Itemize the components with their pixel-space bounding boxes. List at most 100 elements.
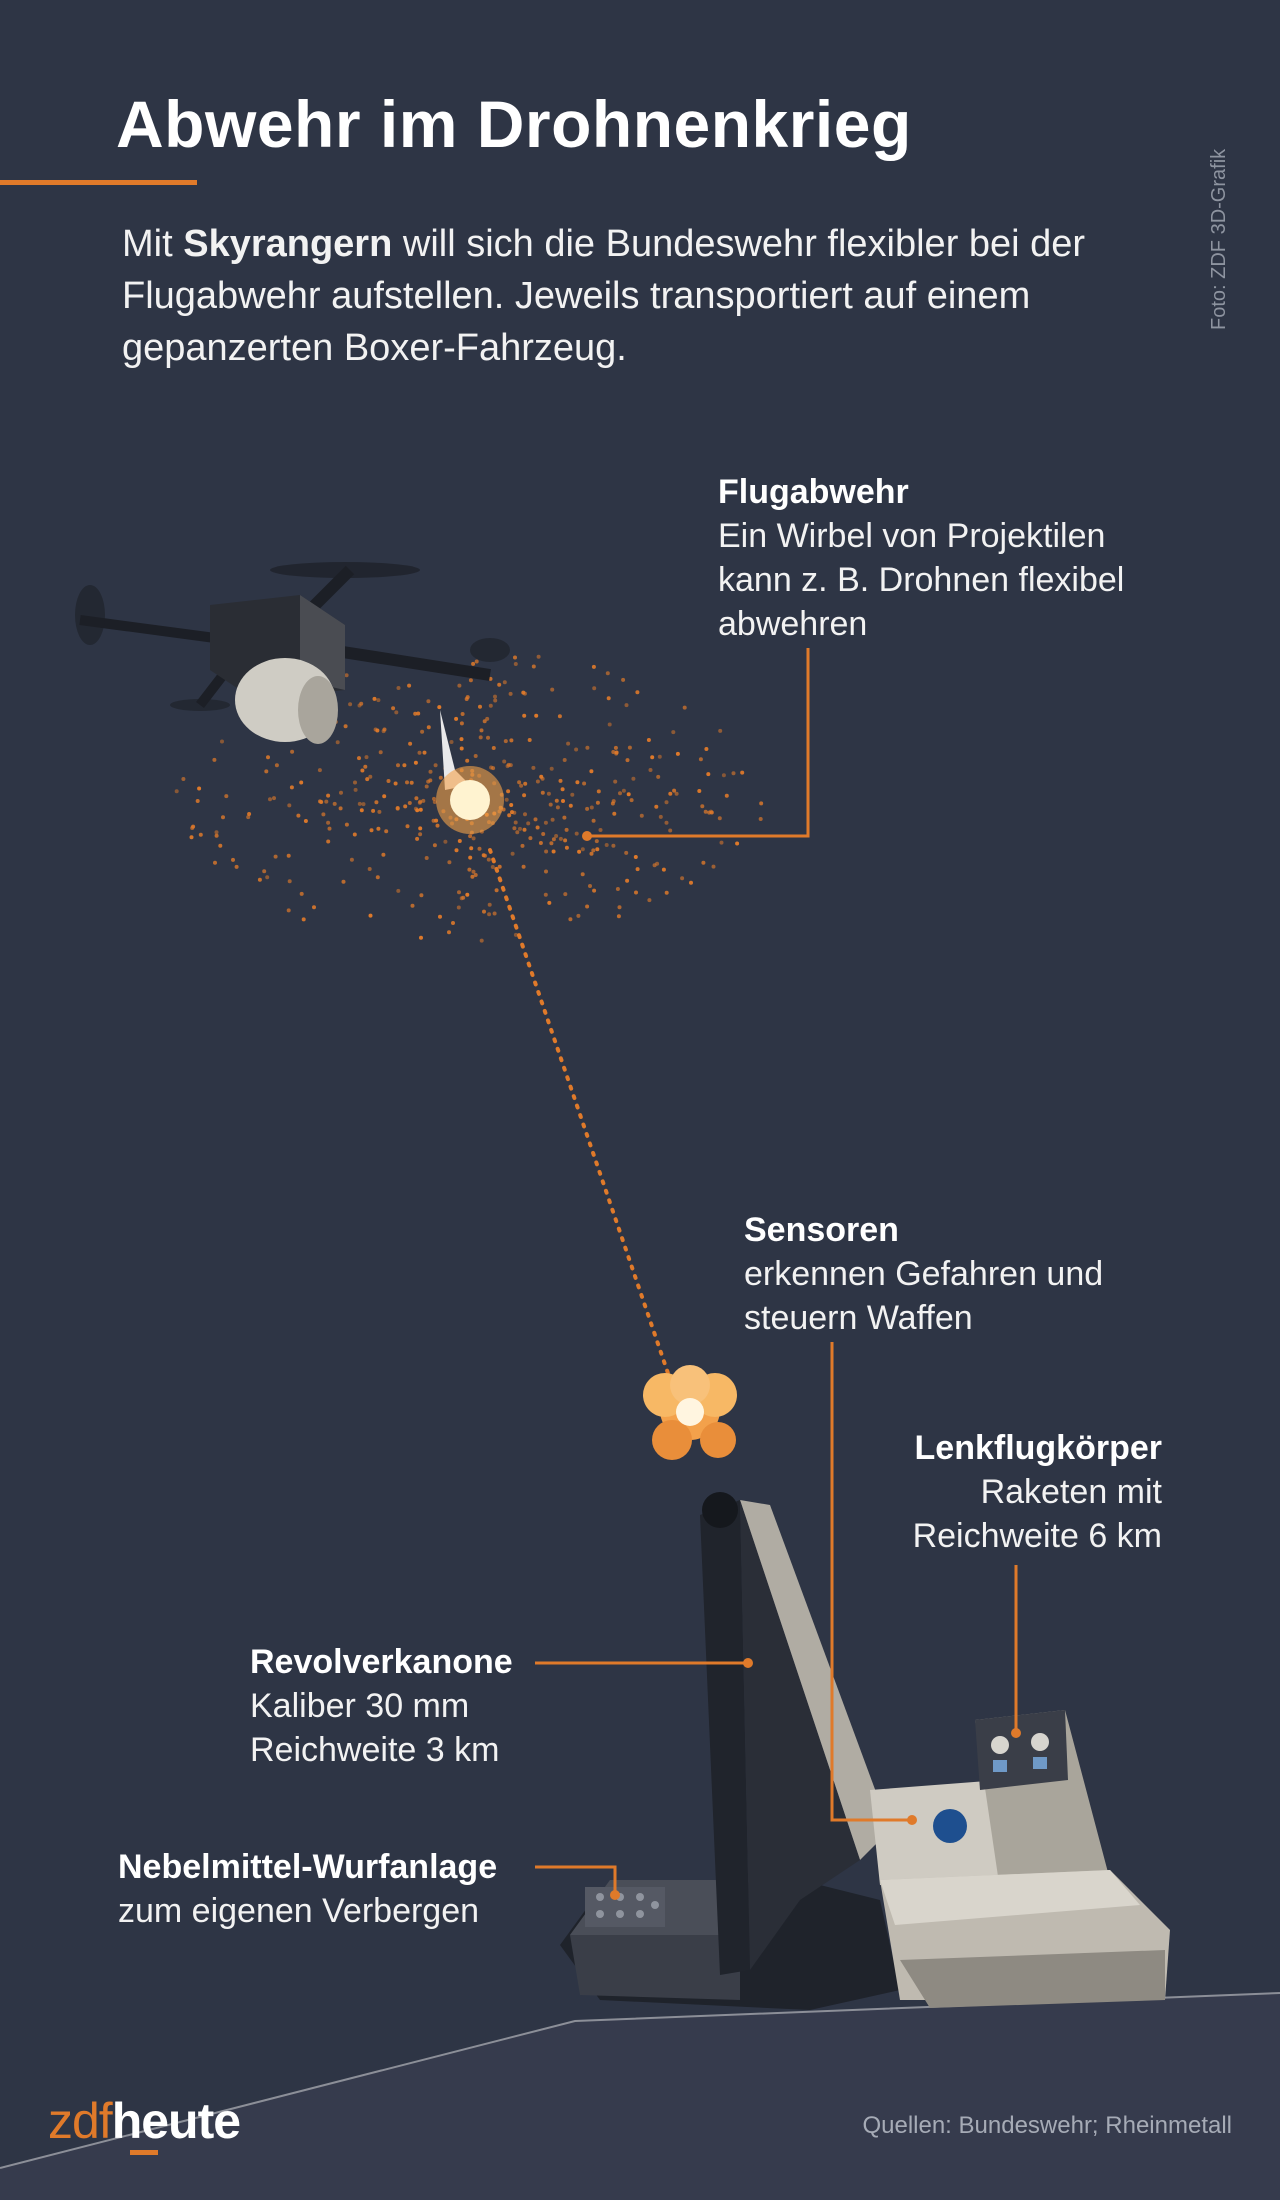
- projectile-dot: [402, 763, 407, 768]
- projectile-dot: [591, 664, 596, 669]
- projectile-dot: [535, 825, 540, 830]
- projectile-dot: [454, 716, 459, 721]
- projectile-dot: [674, 791, 679, 796]
- projectile-dot: [361, 802, 366, 807]
- label-revolverkanone: Revolverkanone Kaliber 30 mm Reichweite …: [250, 1643, 513, 1769]
- projectile-dot: [522, 827, 527, 832]
- projectile-dot: [349, 857, 354, 862]
- projectile-dot: [494, 888, 499, 893]
- leader-flugabwehr: [587, 648, 810, 838]
- projectile-dot: [471, 836, 476, 841]
- projectile-dot: [272, 796, 276, 801]
- projectile-dot: [421, 798, 426, 803]
- projectile-dot: [517, 780, 522, 785]
- projectile-dot: [591, 818, 596, 823]
- projectile-dot: [266, 755, 270, 760]
- projectile-dot: [482, 719, 487, 724]
- projectile-dot: [759, 801, 764, 806]
- projectile-dot: [721, 773, 726, 778]
- projectile-dot: [719, 840, 724, 845]
- projectile-dot: [523, 781, 528, 786]
- projectile-dot: [375, 728, 380, 733]
- projectile-dot: [367, 867, 372, 871]
- projectile-dot: [639, 813, 644, 818]
- projectile-dot: [585, 806, 590, 811]
- intro-text: Mit Skyrangern will sich die Bundeswehr …: [122, 223, 1086, 369]
- projectile-dot: [479, 938, 484, 943]
- projectile-dot: [724, 793, 729, 798]
- projectile-dot: [220, 739, 224, 744]
- projectile-dot: [519, 783, 524, 788]
- label-lenkflugkoerper: Lenkflugkörper Raketen mit Reichweite 6 …: [912, 1429, 1162, 1555]
- projectile-dot: [431, 818, 436, 823]
- projectile-dot: [395, 806, 400, 810]
- projectile-dot: [426, 699, 431, 704]
- projectile-dot: [299, 891, 304, 896]
- projectile-dot: [625, 878, 630, 883]
- projectile-dot: [564, 845, 569, 850]
- projectile-dot: [626, 792, 631, 797]
- projectile-dot: [546, 791, 551, 796]
- projectile-dot: [547, 900, 552, 905]
- projectile-dot: [509, 738, 514, 743]
- projectile-dot: [471, 869, 476, 874]
- projectile-dot: [551, 849, 556, 854]
- projectile-dot: [513, 662, 518, 666]
- projectile-dot: [557, 714, 562, 719]
- projectile-dot: [378, 750, 383, 755]
- projectile-dot: [394, 710, 399, 715]
- projectile-dot: [410, 903, 415, 908]
- sources: Quellen: Bundeswehr; Rheinmetall: [862, 2112, 1232, 2139]
- projectile-dot: [502, 759, 507, 764]
- projectile-dot: [420, 729, 425, 734]
- projectile-dot: [296, 813, 301, 818]
- projectile-dot: [503, 739, 508, 744]
- projectile-dot: [701, 860, 706, 865]
- projectile-dot: [513, 655, 517, 660]
- projectile-dot: [508, 691, 513, 696]
- projectile-dot: [576, 913, 581, 918]
- projectile-dot: [490, 865, 495, 869]
- projectile-dot: [465, 892, 470, 897]
- projectile-dot: [697, 789, 702, 793]
- projectile-dot: [418, 832, 423, 837]
- projectile-dot: [672, 788, 677, 793]
- projectile-dot: [368, 913, 373, 918]
- projectile-dot: [758, 817, 763, 821]
- projectile-dot: [575, 780, 580, 785]
- projectile-dot: [414, 796, 419, 801]
- projectile-dot: [543, 892, 548, 897]
- projectile-dot: [426, 725, 431, 730]
- drone: [75, 562, 510, 744]
- projectile-dot: [509, 803, 514, 807]
- projectile-dot: [698, 757, 703, 762]
- projectile-dot: [403, 804, 408, 809]
- projectile-dot: [548, 802, 553, 807]
- projectile-dot: [507, 813, 512, 818]
- projectile-dot: [527, 738, 532, 742]
- projectile-dot: [195, 799, 200, 803]
- projectile-dot: [324, 799, 329, 804]
- projectile-dot: [664, 820, 669, 825]
- projectile-dot: [327, 826, 332, 831]
- projectile-dot: [613, 745, 618, 750]
- projectile-dot: [502, 680, 507, 685]
- projectile-dot: [396, 888, 401, 893]
- projectile-dot: [317, 768, 322, 773]
- muzzle-flash: [643, 1365, 737, 1460]
- projectile-dot: [512, 826, 517, 831]
- projectile-dot: [465, 695, 470, 700]
- projectile-dot: [522, 793, 527, 798]
- projectile-dot: [689, 880, 693, 885]
- leader-sensoren: [830, 1342, 912, 1822]
- leader-dots: [582, 831, 1021, 1900]
- projectile-dot: [482, 909, 486, 914]
- projectile-dot: [731, 771, 736, 776]
- projectile-dot: [558, 778, 563, 783]
- projectile-dot: [468, 855, 473, 860]
- projectile-dot: [555, 805, 560, 810]
- projectile-dot: [460, 712, 465, 716]
- projectile-dot: [564, 827, 569, 832]
- projectile-dot: [486, 857, 491, 862]
- projectile-dot: [287, 879, 292, 884]
